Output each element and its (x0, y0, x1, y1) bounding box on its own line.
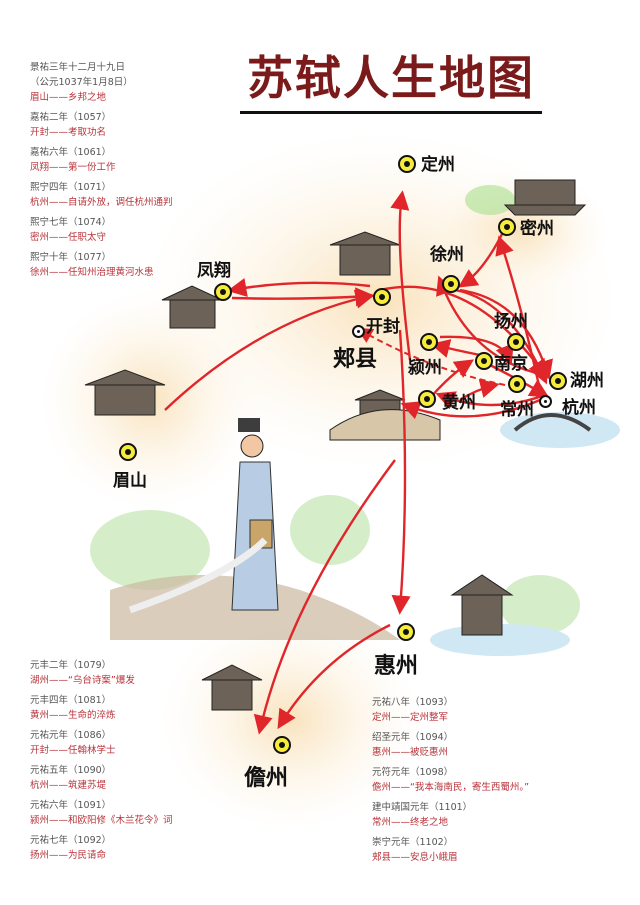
timeline-event: 湖州——“乌台诗案”爆发 (30, 675, 135, 686)
timeline-era: 元祐元年（1086） (30, 730, 112, 741)
small-marker-icon (352, 325, 365, 338)
place-label-danzhou: 儋州 (244, 765, 289, 791)
timeline-era: 元祐六年（1091） (30, 800, 112, 811)
place-label-yangzhou: 扬州 (494, 312, 528, 332)
timeline-entry: 元祐五年（1090） 杭州——筑建苏堤 (30, 763, 173, 793)
timeline-era: 崇宁元年（1102） (372, 837, 454, 848)
timeline-era: 熙宁七年（1074） (30, 217, 112, 228)
timeline-event: 黄州——生命的淬炼 (30, 710, 116, 721)
timeline-event: 扬州——为民请命 (30, 850, 107, 861)
place-label-xuzhou: 徐州 (430, 245, 464, 265)
city-marker-icon (418, 390, 436, 408)
place-label-hangzhou: 杭州 (562, 398, 596, 418)
timeline-era: 元丰四年（1081） (30, 695, 112, 706)
timeline-entry: 元祐八年（1093） 定州——定州整军 (372, 695, 529, 725)
timeline-entry: 熙宁七年（1074） 密州——任职太守 (30, 215, 173, 245)
timeline-entry: 元丰四年（1081） 黄州——生命的淬炼 (30, 693, 173, 723)
place-label-dingzhou: 定州 (421, 155, 455, 175)
timeline-entry: 建中靖国元年（1101） 常州——终老之地 (372, 800, 529, 830)
timeline-era: 嘉祐六年（1061） (30, 147, 112, 158)
city-marker-icon (498, 218, 516, 236)
timeline-era: 熙宁十年（1077） (30, 252, 112, 263)
timeline-event: 眉山——乡邦之地 (30, 92, 107, 103)
place-label-kaifeng: 开封 (366, 317, 400, 337)
timeline-era: 元祐七年（1092） (30, 835, 112, 846)
city-marker-icon (397, 623, 415, 641)
timeline-entry: 嘉祐六年（1061） 凤翔——第一份工作 (30, 145, 173, 175)
timeline-late-years: 元祐八年（1093） 定州——定州整军 绍圣元年（1094） 惠州——被贬惠州 … (372, 695, 529, 870)
timeline-entry: 元符元年（1098） 儋州——“我本海南民，寄生西蜀州。” (372, 765, 529, 795)
timeline-era: 建中靖国元年（1101） (372, 802, 473, 813)
timeline-event: 常州——终老之地 (372, 817, 449, 828)
timeline-event: 密州——任职太守 (30, 232, 107, 243)
timeline-event: 定州——定州整军 (372, 712, 449, 723)
place-label-huangzhou: 黄州 (442, 393, 476, 413)
title-underline (240, 111, 542, 114)
timeline-era: 嘉祐二年（1057） (30, 112, 112, 123)
timeline-event: 杭州——自请外放，调任杭州通判 (30, 197, 173, 208)
timeline-event: 郏县——安息小峨眉 (372, 852, 458, 863)
timeline-event: 徐州——任知州治理黄河水患 (30, 267, 154, 278)
place-label-jiaxian: 郏县 (333, 346, 378, 372)
timeline-event: 儋州——“我本海南民，寄生西蜀州。” (372, 782, 530, 793)
place-label-yingzhou: 颍州 (408, 358, 442, 378)
timeline-entry: 元祐元年（1086） 开封——任翰林学士 (30, 728, 173, 758)
su-shi-figure (128, 418, 279, 614)
timeline-middle-years: 元丰二年（1079） 湖州——“乌台诗案”爆发 元丰四年（1081） 黄州——生… (30, 658, 173, 868)
timeline-entry: 熙宁十年（1077） 徐州——任知州治理黄河水患 (30, 250, 173, 280)
timeline-era: 熙宁四年（1071） (30, 182, 112, 193)
timeline-era: 元丰二年（1079） (30, 660, 112, 671)
timeline-entry: 嘉祐二年（1057） 开封——考取功名 (30, 110, 173, 140)
timeline-era: 元祐八年（1093） (372, 697, 454, 708)
timeline-event: 开封——任翰林学士 (30, 745, 116, 756)
timeline-entry: 崇宁元年（1102） 郏县——安息小峨眉 (372, 835, 529, 865)
timeline-entry: 熙宁四年（1071） 杭州——自请外放，调任杭州通判 (30, 180, 173, 210)
timeline-era: 元符元年（1098） (372, 767, 454, 778)
place-label-changzhou: 常州 (500, 400, 534, 420)
timeline-era: 绍圣元年（1094） (372, 732, 454, 743)
place-label-huzhou: 湖州 (570, 371, 604, 391)
small-marker-icon (539, 395, 552, 408)
timeline-event: 凤翔——第一份工作 (30, 162, 116, 173)
timeline-event: 惠州——被贬惠州 (372, 747, 449, 758)
timeline-entry: 元丰二年（1079） 湖州——“乌台诗案”爆发 (30, 658, 173, 688)
timeline-era: 景祐三年十二月十九日 (30, 62, 126, 73)
city-marker-icon (373, 288, 391, 306)
timeline-event: 开封——考取功名 (30, 127, 107, 138)
timeline-event: 杭州——筑建苏堤 (30, 780, 107, 791)
city-marker-icon (475, 352, 493, 370)
page-title: 苏轼人生地图 (247, 51, 535, 105)
city-marker-icon (420, 333, 438, 351)
city-marker-icon (442, 275, 460, 293)
timeline-entry: 元祐七年（1092） 扬州——为民请命 (30, 833, 173, 863)
timeline-entry: 绍圣元年（1094） 惠州——被贬惠州 (372, 730, 529, 760)
city-marker-icon (214, 283, 232, 301)
city-marker-icon (508, 375, 526, 393)
city-marker-icon (549, 372, 567, 390)
city-marker-icon (273, 736, 291, 754)
timeline-entry: 元祐六年（1091） 颍州——和欧阳修《木兰花令》词 (30, 798, 173, 828)
place-label-mizhou: 密州 (520, 219, 554, 239)
timeline-entry: 景祐三年十二月十九日 （公元1037年1月8日） 眉山——乡邦之地 (30, 60, 173, 105)
timeline-event: 颍州——和欧阳修《木兰花令》词 (30, 815, 173, 826)
city-marker-icon (398, 155, 416, 173)
city-marker-icon (507, 333, 525, 351)
place-label-meishan: 眉山 (113, 471, 147, 491)
place-label-fengxiang: 凤翔 (197, 261, 231, 281)
timeline-era: 元祐五年（1090） (30, 765, 112, 776)
timeline-note: （公元1037年1月8日） (30, 77, 133, 88)
timeline-early-years: 景祐三年十二月十九日 （公元1037年1月8日） 眉山——乡邦之地 嘉祐二年（1… (30, 60, 173, 285)
place-label-huizhou: 惠州 (374, 653, 419, 679)
place-label-nanjing: 南京 (494, 354, 528, 374)
city-marker-icon (119, 443, 137, 461)
